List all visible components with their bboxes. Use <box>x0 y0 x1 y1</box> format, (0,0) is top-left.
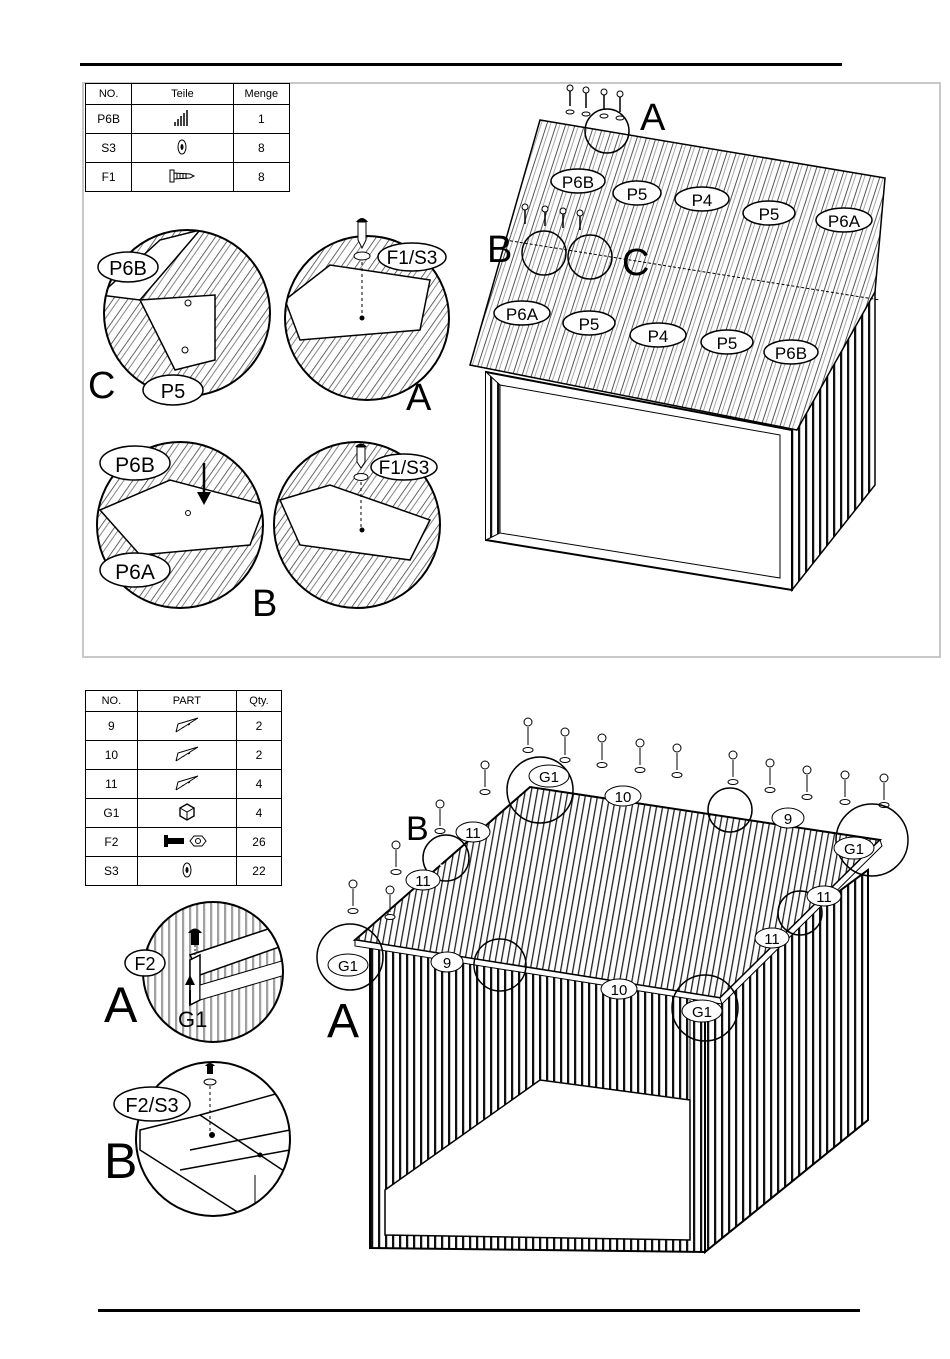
part-no: 10 <box>86 741 138 770</box>
callout-letter-a: A <box>327 995 359 1048</box>
detail-letter-b: B <box>104 1133 137 1189</box>
label-p6b: P6B <box>109 258 147 280</box>
label-p6a: P6A <box>115 561 155 584</box>
header-no: NO. <box>86 691 138 712</box>
bottom-detail-a: F2 G1 A <box>104 900 290 1045</box>
table-header-row: NO. PART Qty. <box>86 691 282 712</box>
label-11: 11 <box>816 889 832 906</box>
label-g1: G1 <box>338 958 358 975</box>
panel-label: P6A <box>828 212 861 231</box>
label-g1: G1 <box>844 841 864 858</box>
label-9: 9 <box>443 955 451 972</box>
table-row: 10 2 <box>86 741 282 770</box>
panel-label: P5 <box>759 205 780 224</box>
label-11: 11 <box>764 931 780 948</box>
detail-c: P6B P5 C <box>88 230 280 407</box>
label-10: 10 <box>611 982 628 999</box>
part-qty: 22 <box>236 857 281 886</box>
part-qty: 4 <box>236 799 281 828</box>
part-qty: 4 <box>236 770 281 799</box>
label-11: 11 <box>415 873 431 890</box>
top-shed-drawing <box>470 120 885 590</box>
label-p5: P5 <box>161 381 185 403</box>
part-no: G1 <box>86 799 138 828</box>
bottom-parts-table: NO. PART Qty. 9 2 10 2 11 4 G1 4 F2 26 S… <box>85 690 282 886</box>
trim-rail-icon <box>137 712 236 741</box>
table-row: G1 4 <box>86 799 282 828</box>
table-row: F2 26 <box>86 828 282 857</box>
callout-letter-c: C <box>622 242 649 284</box>
trim-rail-icon <box>137 770 236 799</box>
panel-label: P4 <box>648 327 669 346</box>
header-qty: Qty. <box>236 691 281 712</box>
label-g1: G1 <box>692 1004 712 1021</box>
corner-cap-icon <box>137 799 236 828</box>
panel-label: P4 <box>692 191 713 210</box>
panel-label: P6B <box>562 173 594 192</box>
detail-b: P6B P6A F1/S3 B <box>97 442 444 625</box>
detail-a: F1/S3 A <box>280 218 450 419</box>
label-11: 11 <box>465 825 481 842</box>
label-f1-s3: F1/S3 <box>379 458 430 479</box>
part-qty: 26 <box>236 828 281 857</box>
table-row: S3 22 <box>86 857 282 886</box>
callout-letter-a: A <box>640 97 666 139</box>
detail-letter-a: A <box>406 377 432 419</box>
part-no: 11 <box>86 770 138 799</box>
part-no: 9 <box>86 712 138 741</box>
panel-label: P6B <box>775 344 807 363</box>
panel-label: P5 <box>579 315 600 334</box>
part-qty: 2 <box>236 741 281 770</box>
label-9: 9 <box>784 811 792 828</box>
label-10: 10 <box>615 789 632 806</box>
washer-icon <box>137 857 236 886</box>
bolt-nut-icon <box>137 828 236 857</box>
detail-letter-a: A <box>104 977 138 1033</box>
label-g1: G1 <box>178 1007 207 1032</box>
roof-screws-back <box>566 85 624 120</box>
trim-rail-icon <box>137 741 236 770</box>
table-row: 9 2 <box>86 712 282 741</box>
label-p6b: P6B <box>115 454 155 477</box>
table-row: 11 4 <box>86 770 282 799</box>
panel-label: P5 <box>717 334 738 353</box>
part-no: S3 <box>86 857 138 886</box>
callout-letter-b: B <box>487 229 512 271</box>
part-no: F2 <box>86 828 138 857</box>
panel-label: P6A <box>506 305 539 324</box>
label-f2-s3: F2/S3 <box>125 1095 178 1117</box>
bottom-detail-b: F2/S3 B <box>104 1062 296 1222</box>
label-g1: G1 <box>539 769 559 786</box>
detail-letter-c: C <box>88 365 115 407</box>
panel-label: P5 <box>627 185 648 204</box>
label-f2: F2 <box>134 954 155 974</box>
label-f1-s3: F1/S3 <box>387 248 438 269</box>
header-part: PART <box>137 691 236 712</box>
detail-letter-b: B <box>252 583 277 625</box>
bottom-shed-drawing <box>355 787 882 1252</box>
callout-letter-b: B <box>406 810 429 848</box>
part-qty: 2 <box>236 712 281 741</box>
